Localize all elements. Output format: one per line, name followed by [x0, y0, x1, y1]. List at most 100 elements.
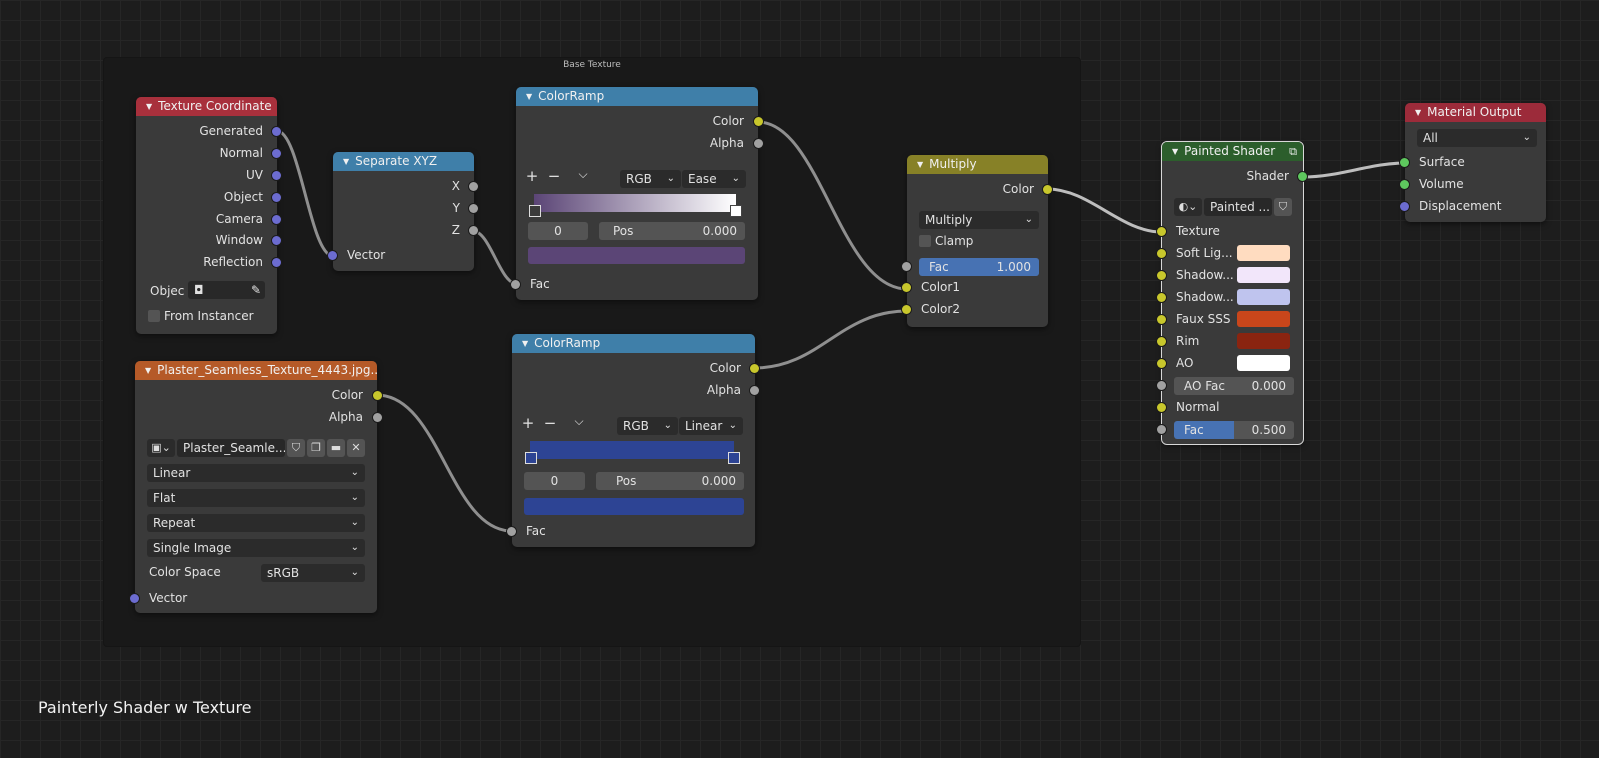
clamp-checkbox[interactable] — [919, 235, 931, 247]
material-output-header[interactable]: ▼Material Output — [1405, 103, 1546, 122]
add-stop-button[interactable]: + — [525, 167, 539, 185]
socket-uv[interactable] — [272, 171, 281, 180]
colorramp-node-1[interactable]: ▼ColorRamp Color Alpha + − ⌵ RGB⌄ Ease⌄ … — [511, 87, 763, 300]
rim-color-swatch[interactable] — [1237, 333, 1290, 349]
socket-fac-in[interactable] — [507, 527, 516, 536]
node-group-icon[interactable]: ⧉ — [1289, 145, 1297, 158]
collapse-arrow-icon[interactable]: ▼ — [526, 92, 533, 101]
socket-surface-in[interactable] — [1400, 158, 1409, 167]
duplicate-icon[interactable]: ❐ — [307, 439, 325, 457]
socket-texture-in[interactable] — [1157, 227, 1166, 236]
socket-vector[interactable] — [130, 594, 139, 603]
add-stop-button[interactable]: + — [521, 414, 535, 432]
blend-mode-select[interactable]: Multiply⌄ — [919, 211, 1039, 229]
socket-color-out[interactable] — [750, 364, 759, 373]
ramp-menu-button[interactable]: ⌵ — [578, 167, 588, 181]
image-browse-icon[interactable]: ▣⌄ — [147, 439, 175, 457]
gradient-preview[interactable] — [530, 441, 734, 459]
group-name-field[interactable]: Painted ... — [1204, 198, 1272, 216]
socket-object[interactable] — [272, 193, 281, 202]
remove-stop-button[interactable]: − — [547, 167, 561, 185]
collapse-arrow-icon[interactable]: ▼ — [1415, 108, 1422, 117]
painted-shader-node[interactable]: ▼Painted Shader⧉ Shader ◐⌄ Painted ... ⛉… — [1157, 141, 1307, 445]
extension-select[interactable]: Repeat⌄ — [147, 514, 365, 532]
remove-stop-button[interactable]: − — [543, 414, 557, 432]
interpolation-select[interactable]: Linear⌄ — [147, 464, 365, 482]
colorramp-header[interactable]: ▼ColorRamp — [512, 334, 755, 353]
collapse-arrow-icon[interactable]: ▼ — [522, 339, 529, 348]
node-tree-browse-icon[interactable]: ◐⌄ — [1174, 198, 1202, 216]
stop-index-field[interactable]: 0 — [528, 222, 588, 240]
interpolation-select[interactable]: Linear⌄ — [679, 417, 743, 435]
socket-shader-out[interactable] — [1298, 172, 1307, 181]
target-select[interactable]: All⌄ — [1417, 129, 1537, 147]
ramp-stop-handle-left[interactable] — [529, 205, 541, 217]
socket-displacement-in[interactable] — [1400, 202, 1409, 211]
socket-shadow1-in[interactable] — [1157, 271, 1166, 280]
colorramp-node-2[interactable]: ▼ColorRamp Color Alpha + − ⌵ RGB⌄ Linear… — [507, 334, 759, 547]
ramp-stop-handle-right[interactable] — [730, 205, 742, 217]
color-mode-select[interactable]: RGB⌄ — [620, 170, 681, 188]
ramp-stop-handle-right[interactable] — [728, 452, 740, 464]
socket-fac-in[interactable] — [902, 262, 911, 271]
separate-xyz-header[interactable]: ▼Separate XYZ — [333, 152, 474, 171]
socket-vector[interactable] — [328, 251, 337, 260]
interpolation-select[interactable]: Ease⌄ — [682, 170, 746, 188]
color-mode-select[interactable]: RGB⌄ — [617, 417, 678, 435]
socket-rim-in[interactable] — [1157, 337, 1166, 346]
fake-user-shield-icon[interactable]: ⛉ — [1274, 198, 1292, 216]
socket-reflection[interactable] — [272, 258, 281, 267]
socket-faux-sss-in[interactable] — [1157, 315, 1166, 324]
socket-fac-in[interactable] — [511, 280, 520, 289]
image-name-field[interactable]: Plaster_Seamle... — [177, 439, 285, 457]
stop-color-swatch[interactable] — [528, 247, 745, 264]
projection-select[interactable]: Flat⌄ — [147, 489, 365, 507]
collapse-arrow-icon[interactable]: ▼ — [1172, 147, 1179, 156]
socket-shadow2-in[interactable] — [1157, 293, 1166, 302]
ramp-menu-button[interactable]: ⌵ — [574, 414, 584, 428]
eyedropper-icon[interactable]: ✎ — [250, 283, 261, 297]
fac-slider[interactable]: Fac 0.500 — [1174, 421, 1294, 439]
socket-ao-fac-in[interactable] — [1157, 381, 1166, 390]
multiply-header[interactable]: ▼Multiply — [907, 155, 1048, 174]
socket-color2-in[interactable] — [902, 305, 911, 314]
socket-soft-light-in[interactable] — [1157, 249, 1166, 258]
shadow1-color-swatch[interactable] — [1237, 267, 1290, 283]
multiply-node[interactable]: ▼Multiply Color Multiply⌄ Clamp Fac 1.00… — [902, 155, 1052, 327]
material-output-node[interactable]: ▼Material Output All⌄ Surface Volume Dis… — [1400, 103, 1546, 222]
source-select[interactable]: Single Image⌄ — [147, 539, 365, 557]
color-space-select[interactable]: sRGB⌄ — [261, 564, 365, 582]
close-icon[interactable]: ✕ — [347, 439, 365, 457]
socket-x[interactable] — [469, 182, 478, 191]
socket-volume-in[interactable] — [1400, 180, 1409, 189]
shadow2-color-swatch[interactable] — [1237, 289, 1290, 305]
stop-color-swatch[interactable] — [524, 498, 744, 515]
texture-coordinate-node[interactable]: ▼Texture Coordinate Generated Normal UV … — [136, 97, 281, 334]
socket-ao-in[interactable] — [1157, 359, 1166, 368]
object-picker[interactable]: ◘ ✎ — [188, 281, 265, 299]
colorramp-header[interactable]: ▼ColorRamp — [516, 87, 758, 106]
open-folder-icon[interactable]: ▬ — [327, 439, 345, 457]
socket-generated[interactable] — [272, 127, 281, 136]
image-texture-header[interactable]: ▼Plaster_Seamless_Texture_4443.jpg... — [135, 361, 377, 380]
fac-slider[interactable]: Fac 1.000 — [919, 258, 1039, 276]
separate-xyz-node[interactable]: ▼Separate XYZ X Y Z Vector — [328, 152, 478, 271]
fake-user-shield-icon[interactable]: ⛉ — [287, 439, 305, 457]
image-texture-node[interactable]: ▼Plaster_Seamless_Texture_4443.jpg... Co… — [130, 361, 382, 613]
socket-color-out[interactable] — [373, 391, 382, 400]
socket-normal[interactable] — [272, 149, 281, 158]
faux-sss-color-swatch[interactable] — [1237, 311, 1290, 327]
socket-alpha-out[interactable] — [373, 413, 382, 422]
ao-color-swatch[interactable] — [1237, 355, 1290, 371]
texture-coordinate-header[interactable]: ▼Texture Coordinate — [136, 97, 277, 116]
stop-index-field[interactable]: 0 — [524, 472, 585, 490]
socket-normal-in[interactable] — [1157, 403, 1166, 412]
socket-y[interactable] — [469, 204, 478, 213]
socket-camera[interactable] — [272, 215, 281, 224]
socket-color-out[interactable] — [1043, 185, 1052, 194]
painted-shader-header[interactable]: ▼Painted Shader⧉ — [1162, 142, 1303, 161]
soft-light-color-swatch[interactable] — [1237, 245, 1290, 261]
